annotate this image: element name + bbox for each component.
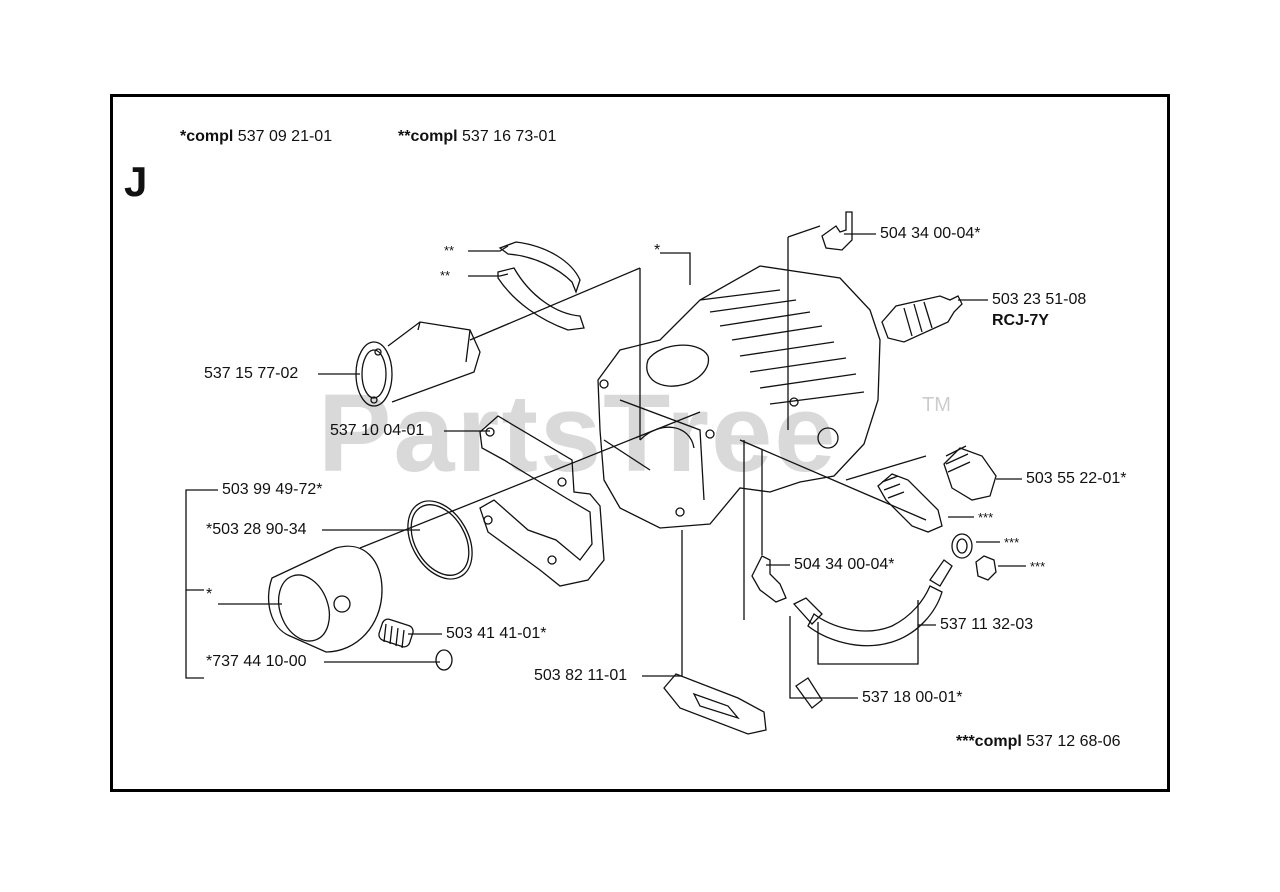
leader-line [468,273,509,277]
label-537-18-00-01: 537 18 00-01* [862,689,963,706]
diagram-frame [110,94,1170,792]
decompression-valve-part [943,445,997,501]
section-letter: J [124,158,148,205]
label-504-34-00-04-top: 504 34 00-04* [880,225,981,242]
label-clamp-star-2: ** [440,268,451,283]
label-triple-star-3: *** [1030,559,1046,574]
label-537-10-04-01: 537 10 04-01 [330,422,425,439]
label-triple-star-2: *** [1004,535,1020,550]
cylinder-part [597,265,881,529]
leader-line [642,530,683,677]
spark-plug-part [881,295,963,343]
label-537-11-32-03: 537 11 32-03 [940,616,1034,633]
compl-number-1: 537 09 21-01 [237,128,333,145]
nut-part [975,555,997,581]
elbow-fitting-lower-part [751,555,787,603]
leader-line [787,225,821,238]
leader-line [817,622,936,665]
assembly-line [739,439,927,521]
compl-number-3: 537 12 68-06 [1026,733,1121,750]
label-537-15-77-02: 537 15 77-02 [204,365,299,382]
watermark-tm: TM [922,394,951,416]
elbow-fitting-top-part [821,211,853,251]
intake-manifold-part [355,321,481,407]
label-503-28-90-34: *503 28 90-34 [206,521,307,538]
label-737-44-10-00: *737 44 10-00 [206,653,307,670]
assembly-line [845,455,927,481]
circlip-part [435,649,453,671]
leader-line [660,252,691,285]
compl-prefix-1: *compl [180,128,234,145]
clamp-lower-part [497,267,585,331]
compl-prefix-2: **compl [398,128,458,145]
label-piston-star: * [206,586,213,603]
bracket-line [185,489,218,591]
compl-header-3: ***compl 537 12 68-06 [956,733,1121,751]
label-503-23-51-08: 503 23 51-08 [992,291,1087,308]
piston-ring-part [407,500,473,580]
hose-part [807,585,943,647]
filter-part [795,677,823,709]
label-503-82-11-01: 503 82 11-01 [534,667,628,684]
exhaust-gasket-part [663,673,767,735]
compl-header-1: *compl 537 09 21-01 [180,128,332,146]
assembly-line [469,267,641,341]
label-504-34-00-04-mid: 504 34 00-04* [794,556,895,573]
label-cylinder-star: * [654,242,661,259]
compl-header-2: **compl 537 16 73-01 [398,128,556,146]
label-503-41-41-01: 503 41 41-01* [446,625,547,642]
compl-number-2: 537 16 73-01 [462,128,557,145]
label-clamp-star-1: ** [444,243,455,258]
needle-bearing-part [378,618,414,649]
leader-line [789,616,858,699]
leader-line [468,245,509,252]
washer-part [951,533,973,559]
label-503-99-49-72: 503 99 49-72* [222,481,323,498]
watermark: PartsTree [318,372,838,495]
intake-gasket-part [479,415,605,587]
clamp-upper-part [498,241,581,294]
label-503-55-22-01: 503 55 22-01* [1026,470,1127,487]
bracket-line [185,590,204,679]
assembly-line [359,411,701,549]
label-rcj-7y: RCJ-7Y [992,312,1049,329]
piston-part [268,545,383,653]
label-triple-star-1: *** [978,510,994,525]
compl-prefix-3: ***compl [956,733,1022,750]
